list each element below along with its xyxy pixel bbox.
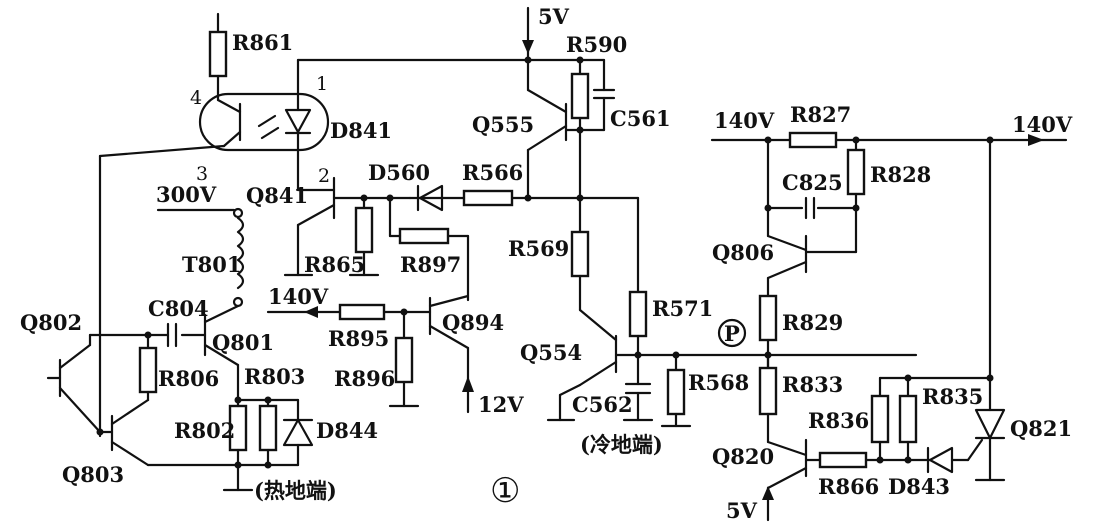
label-r897: R897 <box>400 252 461 277</box>
zener-d844 <box>282 418 314 447</box>
label-r806: R806 <box>158 366 219 391</box>
resistor-r829 <box>758 294 778 342</box>
resistor-r861 <box>208 30 228 78</box>
scr-q821 <box>974 408 1006 440</box>
label-c804: C804 <box>148 296 209 321</box>
label-pin2: 2 <box>318 165 330 187</box>
resistor-r895 <box>338 303 386 321</box>
label-d843: D843 <box>888 474 950 499</box>
label-q555: Q555 <box>472 112 534 137</box>
label-r571: R571 <box>652 296 713 321</box>
label-hot-ground: (热地端) <box>254 478 337 503</box>
label-r836: R836 <box>808 408 869 433</box>
label-c825: C825 <box>782 170 843 195</box>
label-5v-bottom: 5V <box>726 498 758 523</box>
label-300v: 300V <box>156 182 217 207</box>
label-t801: T801 <box>182 252 241 277</box>
q802-q803-section <box>46 154 150 467</box>
label-pin1: 1 <box>316 73 328 95</box>
label-5v-top: 5V <box>538 4 570 29</box>
label-r569: R569 <box>508 236 569 261</box>
resistor-r568 <box>666 368 686 416</box>
resistor-r865 <box>354 206 374 254</box>
optocoupler-body <box>198 92 330 152</box>
label-pin4: 4 <box>190 87 202 109</box>
resistor-r827 <box>788 131 838 149</box>
resistor-r896 <box>394 336 414 384</box>
label-d844: D844 <box>316 418 378 443</box>
resistor-r833 <box>758 366 778 416</box>
resistor-r803 <box>258 404 278 452</box>
label-140v-right: 140V <box>1012 112 1073 137</box>
label-r895: R895 <box>328 326 389 351</box>
label-c561: C561 <box>610 106 671 131</box>
label-r829: R829 <box>782 310 843 335</box>
label-12v: 12V <box>478 392 524 417</box>
label-r566: R566 <box>462 160 523 185</box>
label-r866: R866 <box>818 474 879 499</box>
diode-d843 <box>928 446 954 474</box>
resistor-r806 <box>138 346 158 394</box>
label-q821: Q821 <box>1010 416 1072 441</box>
label-r568: R568 <box>688 370 749 395</box>
resistor-r590 <box>570 72 590 120</box>
resistor-r566 <box>462 189 514 207</box>
q820-q821-section <box>758 353 1006 522</box>
label-d841: D841 <box>330 118 392 143</box>
label-r803: R803 <box>244 364 305 389</box>
label-r861: R861 <box>232 30 293 55</box>
label-d560: D560 <box>368 160 430 185</box>
resistor-r866 <box>818 451 868 469</box>
label-q802: Q802 <box>20 310 82 335</box>
q806-section <box>710 131 1068 412</box>
q894-section <box>266 294 474 414</box>
figure-number: ① <box>490 471 520 511</box>
label-p: P <box>724 321 740 346</box>
label-q803: Q803 <box>62 462 124 487</box>
label-cold-ground: (冷地端) <box>580 432 663 457</box>
label-140v-left: 140V <box>714 108 775 133</box>
label-q801: Q801 <box>212 330 274 355</box>
label-q841: Q841 <box>246 183 308 208</box>
label-r835: R835 <box>922 384 983 409</box>
label-r896: R896 <box>334 366 395 391</box>
label-140v-mid: 140V <box>268 284 329 309</box>
resistor-r897 <box>398 227 450 245</box>
transformer-t801 <box>236 216 245 290</box>
resistor-r571 <box>628 290 648 338</box>
label-r833: R833 <box>782 372 843 397</box>
label-q820: Q820 <box>712 444 774 469</box>
label-r865: R865 <box>304 252 365 277</box>
resistor-r569 <box>570 230 590 278</box>
label-q806: Q806 <box>712 240 774 265</box>
resistor-r835 <box>898 394 918 444</box>
label-pin3: 3 <box>196 163 208 185</box>
q555-section <box>522 6 616 312</box>
label-q554: Q554 <box>520 340 582 365</box>
resistor-r828 <box>846 148 866 196</box>
optocoupler-section <box>98 12 530 192</box>
hot-side-section <box>88 207 314 492</box>
label-r827: R827 <box>790 102 851 127</box>
resistor-r836 <box>870 394 890 444</box>
q841-section <box>283 176 640 302</box>
label-r802: R802 <box>174 418 235 443</box>
led-d841 <box>284 108 312 134</box>
label-r828: R828 <box>870 162 931 187</box>
label-r590: R590 <box>566 32 627 57</box>
label-c562: C562 <box>572 392 633 417</box>
label-q894: Q894 <box>442 310 504 335</box>
